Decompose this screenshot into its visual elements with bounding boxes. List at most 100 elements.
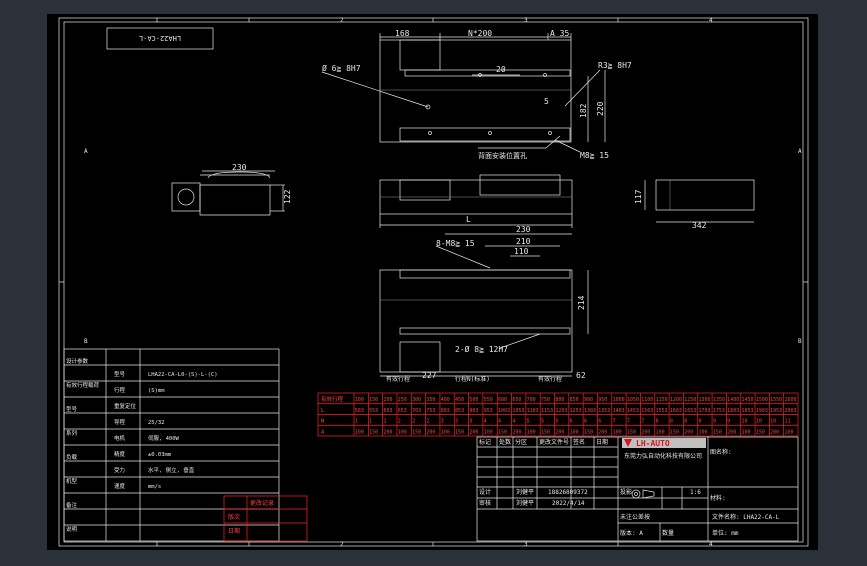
- revision-row2: 日期: [228, 527, 240, 535]
- dim-plan-214: 214: [577, 295, 586, 310]
- stroke-cell: 1803: [727, 408, 739, 414]
- stroke-cell: 10: [770, 419, 776, 425]
- right-view: 117 342: [634, 179, 755, 230]
- stroke-cell: 100: [742, 429, 751, 435]
- dim-right-342: 342: [692, 221, 707, 230]
- revision-box: 更改记录 版次 日期: [223, 495, 308, 542]
- stroke-cell: 100: [441, 429, 450, 435]
- stroke-cell: 3: [469, 419, 472, 425]
- stroke-cell: 150: [455, 429, 464, 435]
- spec-row-value: 25/32: [148, 420, 165, 426]
- dim-pins: 2-Ø 8≧ 12H7: [455, 344, 508, 354]
- stroke-cell: 200: [684, 429, 693, 435]
- label-right-stroke: 有效行程: [538, 375, 562, 383]
- stroke-row-label-0: 有效行程: [321, 395, 344, 403]
- zone-label-b-right: B: [798, 338, 802, 345]
- spec-row-label: 型号: [114, 370, 126, 378]
- stroke-cell: 803: [441, 408, 450, 414]
- drawing-name-label: 图名称:: [710, 448, 732, 456]
- stroke-cell: 953: [484, 408, 493, 414]
- stroke-cell: 600: [498, 397, 507, 403]
- stroke-cell: 300: [412, 397, 421, 403]
- stroke-cell: 4: [512, 419, 515, 425]
- dim-top-mid: N*200: [468, 29, 492, 38]
- stroke-cell: 1200: [670, 397, 682, 403]
- stroke-cell: 100: [656, 429, 665, 435]
- stroke-cell: 1153: [541, 408, 553, 414]
- stroke-cell: 400: [441, 397, 450, 403]
- stroke-cell: 6: [598, 419, 601, 425]
- stroke-cell: 1603: [670, 408, 682, 414]
- col-head-4: 签名: [573, 438, 585, 446]
- stroke-cell: 150: [713, 429, 722, 435]
- col-head-3: 更改文件号: [539, 438, 569, 446]
- logo-text: LH-AUTO: [636, 439, 670, 448]
- spec-row-label: 电机: [114, 434, 126, 442]
- stamp-code: LHA22-CA-L: [139, 34, 181, 42]
- stroke-cell: 1503: [641, 408, 653, 414]
- bottom-view: 230 210 110 8-M8≧ 15 214 2-Ø 8≧ 12H7 有效行…: [379, 225, 589, 383]
- stroke-cell: 1103: [527, 408, 539, 414]
- stroke-cell: 703: [412, 408, 421, 414]
- dim-top-left: 168: [395, 29, 410, 38]
- spec-side-label-0: 设计参数: [66, 357, 89, 365]
- label-mid-stroke: 行程N(标准): [455, 375, 490, 383]
- stroke-cell: 1953: [770, 408, 782, 414]
- stroke-cell: 1353: [598, 408, 610, 414]
- spec-row-value: 水平, 侧立, 垂直: [148, 466, 195, 474]
- stroke-cell: 150: [541, 429, 550, 435]
- stroke-cell: 800: [555, 397, 564, 403]
- company-name: 东莞力弘自动化科技有限公司: [624, 452, 702, 460]
- stroke-cell: 650: [512, 397, 521, 403]
- dim-right-117: 117: [634, 189, 643, 204]
- stroke-cell: 7: [641, 419, 644, 425]
- spec-row-value: ±0.03mm: [148, 452, 172, 458]
- stroke-cell: 1403: [613, 408, 625, 414]
- stroke-cell: 200: [383, 429, 392, 435]
- stroke-cell: 503: [355, 408, 364, 414]
- stroke-cell: 7: [613, 419, 616, 425]
- stroke-cell: 250: [398, 397, 407, 403]
- note-back-holes: 背面安装位置孔: [478, 151, 527, 160]
- dim-b-227: 227: [422, 371, 437, 380]
- stroke-cell: 150: [627, 429, 636, 435]
- stroke-cell: 753: [426, 408, 435, 414]
- stroke-cell: 1250: [684, 397, 696, 403]
- stroke-cell: 850: [570, 397, 579, 403]
- stroke-cell: 1453: [627, 408, 639, 414]
- stroke-cell: 700: [527, 397, 536, 403]
- stamp-box: LHA22-CA-L: [106, 27, 214, 50]
- stroke-cell: 1050: [627, 397, 639, 403]
- dim-end-230: 230: [232, 163, 247, 172]
- spec-row-value: (S)mm: [148, 388, 165, 394]
- stroke-cell: 150: [369, 429, 378, 435]
- stroke-cell: 150: [670, 429, 679, 435]
- stroke-row-label-1: L: [321, 408, 325, 414]
- dim-20: 20: [496, 65, 506, 74]
- stroke-cell: 6: [584, 419, 587, 425]
- stroke-cell: 450: [455, 397, 464, 403]
- stroke-cell: 8: [656, 419, 659, 425]
- spec-side-label-1: 有效行程载荷: [66, 381, 100, 389]
- stroke-cell: 9: [727, 419, 730, 425]
- side-view: L: [379, 174, 573, 228]
- stroke-cell: 8: [684, 419, 687, 425]
- stroke-cell: 1553: [656, 408, 668, 414]
- stroke-cell: 1100: [641, 397, 653, 403]
- dim-plan-230: 230: [516, 225, 531, 234]
- stroke-cell: 1853: [742, 408, 754, 414]
- stroke-cell: 603: [383, 408, 392, 414]
- dim-plan-holes: 8-M8≧ 15: [436, 239, 475, 248]
- stroke-cell: 4: [498, 419, 501, 425]
- stroke-cell: 200: [555, 429, 564, 435]
- spec-side-label-4: 负载: [66, 453, 78, 461]
- stroke-cell: 1653: [684, 408, 696, 414]
- spec-row-label: 精度: [114, 450, 126, 458]
- stroke-cell: 2: [398, 419, 401, 425]
- dim-side-l: L: [466, 215, 471, 224]
- scale: 1:6: [690, 489, 701, 496]
